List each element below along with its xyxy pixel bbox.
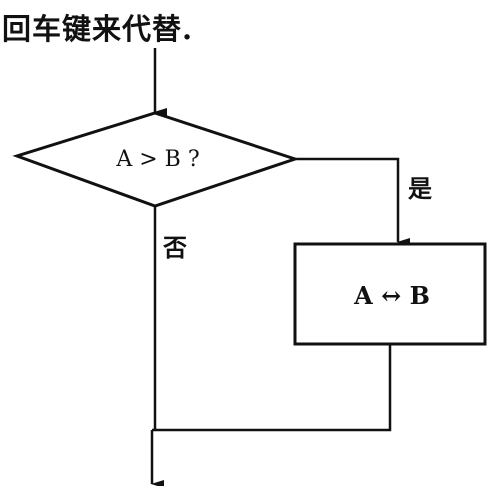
yes-label: 是 bbox=[408, 174, 432, 203]
merge-line bbox=[152, 344, 392, 432]
no-label: 否 bbox=[162, 233, 187, 262]
yes-branch-line bbox=[295, 157, 410, 246]
decision-label: A > B ? bbox=[115, 147, 199, 172]
caption-text: 回车键来代替. bbox=[2, 12, 194, 46]
process-label: A ↔ B bbox=[353, 281, 430, 310]
